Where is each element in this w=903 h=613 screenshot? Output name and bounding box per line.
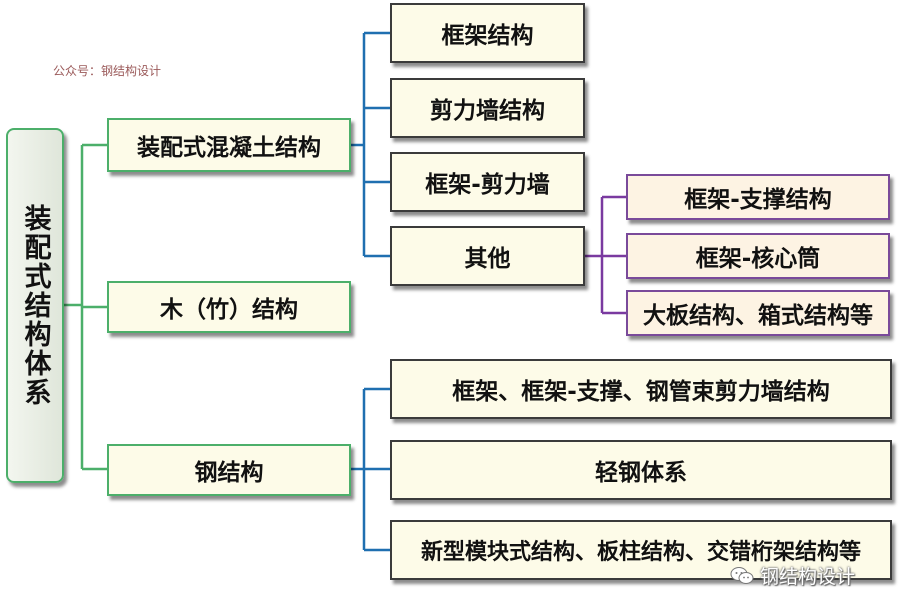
- node-steel-frame-systems: 框架、框架-支撑、钢管束剪力墙结构: [390, 359, 892, 419]
- blue-connectors-concrete: [350, 31, 390, 258]
- node-frame-shear-wall: 框架-剪力墙: [390, 152, 585, 212]
- node-label: 装配式混凝土结构: [137, 135, 321, 161]
- node-label: 剪力墙结构: [430, 98, 545, 124]
- node-label: 木（竹）结构: [160, 297, 298, 323]
- node-shear-wall: 剪力墙结构: [390, 78, 585, 138]
- node-label: 轻钢体系: [595, 460, 687, 486]
- green-connectors: [64, 143, 107, 471]
- root-label: 装配式结构体系: [19, 204, 51, 407]
- node-label: 框架-核心筒: [695, 246, 821, 272]
- node-prefab-concrete: 装配式混凝土结构: [107, 118, 351, 172]
- watermark-bottom-text: 钢结构设计: [760, 566, 856, 588]
- node-label: 框架、框架-支撑、钢管束剪力墙结构: [452, 379, 830, 405]
- node-label: 钢结构: [194, 460, 264, 486]
- node-large-panel-box: 大板结构、箱式结构等: [626, 290, 890, 336]
- node-label: 大板结构、箱式结构等: [643, 303, 873, 329]
- node-frame: 框架结构: [390, 3, 585, 63]
- node-label: 新型模块式结构、板柱结构、交错桁架结构等: [420, 540, 861, 565]
- purple-connectors: [585, 195, 626, 315]
- node-new-structures: 新型模块式结构、板柱结构、交错桁架结构等: [390, 520, 892, 580]
- node-label: 框架结构: [441, 23, 534, 49]
- watermark-bottom: 钢结构设计: [730, 562, 855, 589]
- node-label: 框架-剪力墙: [425, 172, 550, 198]
- node-frame-brace: 框架-支撑结构: [626, 174, 890, 220]
- node-label: 其他: [464, 246, 511, 272]
- node-steel: 钢结构: [107, 444, 351, 496]
- node-light-steel: 轻钢体系: [390, 440, 892, 500]
- node-label: 框架-支撑结构: [684, 187, 832, 213]
- blue-connectors-steel: [350, 387, 390, 552]
- node-timber-bamboo: 木（竹）结构: [107, 281, 351, 333]
- node-other: 其他: [390, 226, 585, 286]
- root-node: 装配式结构体系: [6, 128, 64, 483]
- wechat-icon: [730, 566, 754, 584]
- watermark-top: 公众号：钢结构设计: [53, 64, 162, 78]
- node-frame-core-tube: 框架-核心筒: [626, 233, 890, 279]
